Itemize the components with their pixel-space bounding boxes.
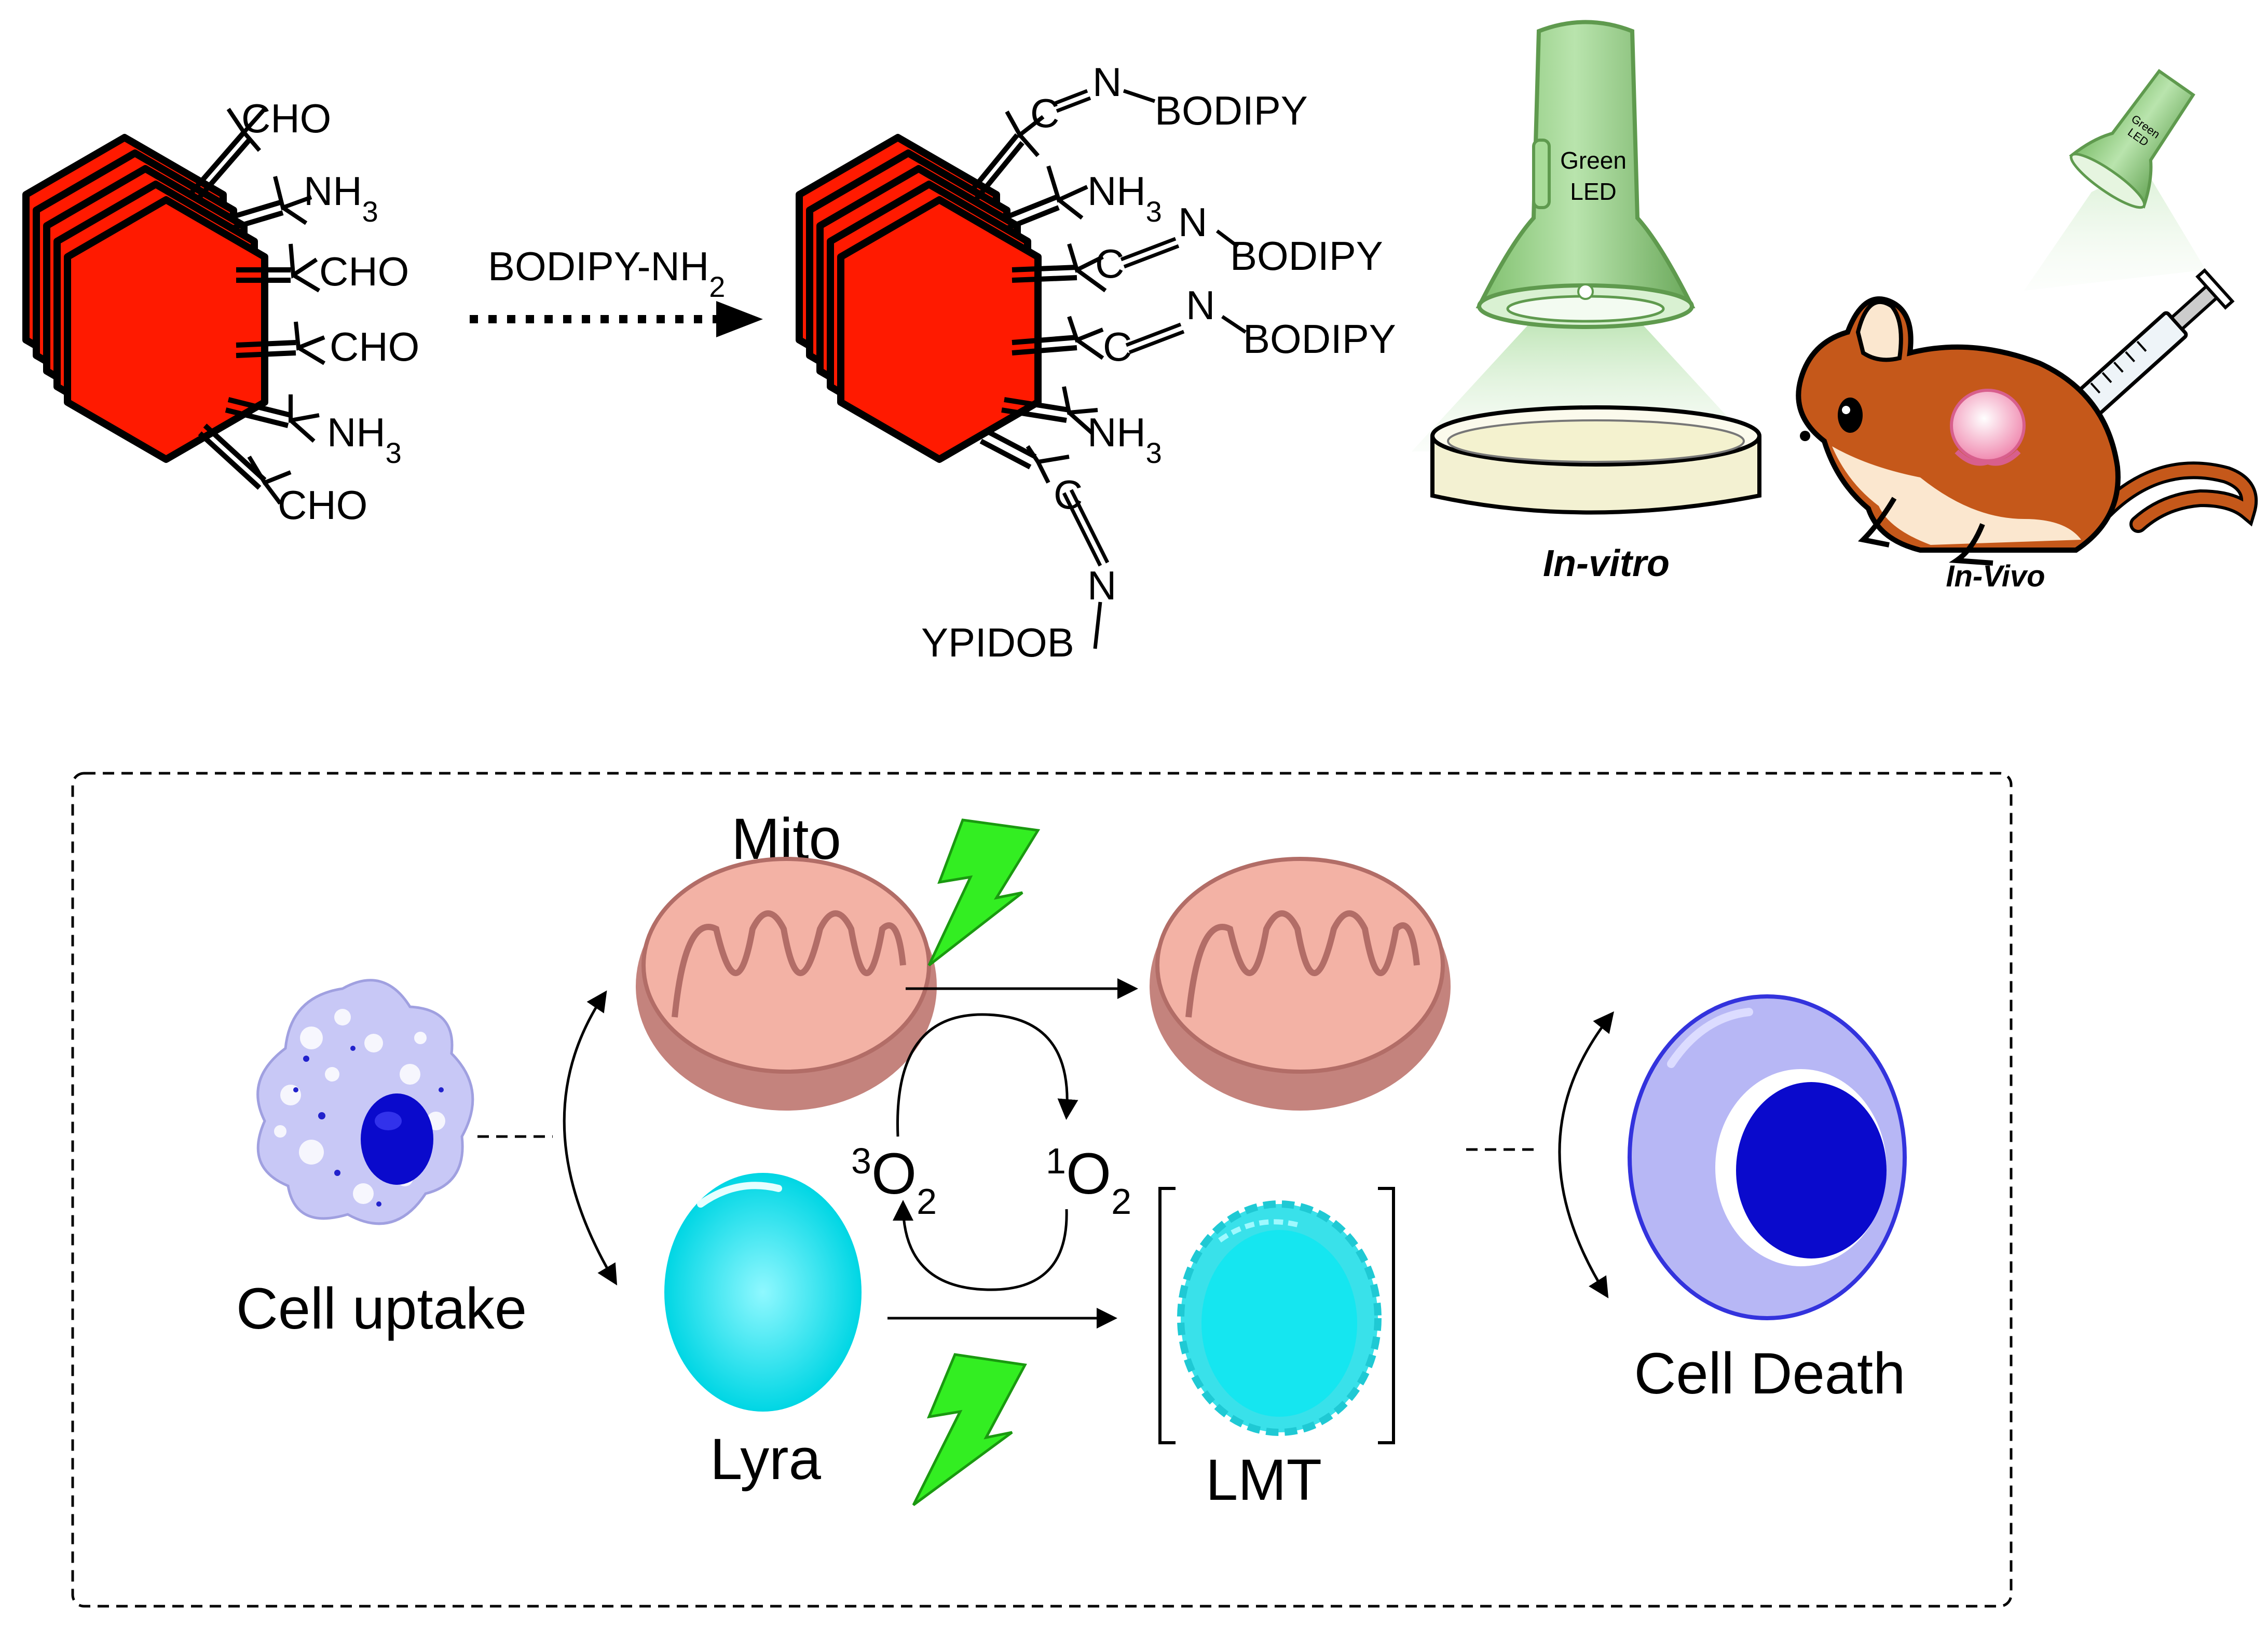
lightning-bolt-icon [927,818,1041,966]
mechanism-panel-border [71,772,2013,1608]
hexagon-stack [796,134,1042,463]
svg-text:CHO: CHO [278,482,367,528]
in-vitro-label: In-vitro [1543,543,1670,584]
svg-text:N: N [1087,563,1116,608]
svg-text:C: C [1095,241,1124,286]
small-green-led-lamp: Green LED [2024,69,2206,291]
cell-death-label: Cell Death [1634,1341,1906,1406]
svg-text:CHO: CHO [241,95,331,141]
tripod-icons [226,107,326,505]
oxygen-cycle-arrow-bottom [893,1200,1068,1291]
mouse-icon [1796,296,2258,566]
petri-dish [1430,405,1761,515]
imine-bonds [1053,89,1247,649]
svg-text:BODIPY: BODIPY [1230,233,1383,279]
lyra-label: Lyra [710,1427,821,1492]
imine-labels: C N BODIPY NH3 C N BODIPY C N BODIPY NH3… [921,59,1396,665]
dead-cell-icon [1628,994,1907,1320]
framework-right: C N BODIPY NH3 C N BODIPY C N BODIPY NH3… [796,59,1396,665]
singlet-oxygen-label: 1O2 [1046,1141,1131,1222]
in-vivo-label: In-Vivo [1946,559,2045,593]
svg-text:N: N [1092,59,1122,105]
svg-text:Green: Green [1560,147,1627,174]
svg-text:NH3: NH3 [1087,409,1162,469]
svg-text:CHO: CHO [330,324,419,370]
lmt-bracket [1158,1187,1395,1444]
damaged-lysosome-icon [1177,1200,1382,1436]
svg-text:YPIDOB: YPIDOB [921,620,1074,665]
svg-text:BODIPY: BODIPY [1243,316,1396,362]
svg-text:NH3: NH3 [327,409,402,469]
oxygen-cycle-arrow-top [896,1013,1078,1137]
tripod-icons [1005,111,1107,484]
svg-text:BODIPY: BODIPY [1155,88,1308,133]
split-arrow [563,990,618,1285]
svg-text:C: C [1054,472,1083,517]
reagent-label: BODIPY-NH2 [488,243,725,303]
svg-text:NH3: NH3 [304,168,378,228]
reaction-arrow: BODIPY-NH2 [470,243,763,337]
svg-text:C: C [1030,90,1059,136]
group-labels: CHO NH3 CHO CHO NH3 CHO [241,95,419,528]
mitochondrion-icon [636,857,937,1111]
green-led-lamp: Green LED [1412,20,1759,452]
svg-text:CHO: CHO [319,249,409,294]
mitochondrion-icon-damaged [1150,857,1451,1111]
triplet-oxygen-label: 3O2 [851,1141,937,1222]
lmt-label: LMT [1206,1447,1322,1512]
cell-uptake-icon [256,979,474,1225]
framework-left: CHO NH3 CHO CHO NH3 CHO [22,95,419,528]
svg-text:C: C [1103,324,1132,370]
cell-uptake-label: Cell uptake [236,1276,527,1341]
svg-text:N: N [1178,199,1207,245]
svg-text:N: N [1186,282,1215,328]
lightning-bolt-icon [912,1353,1027,1507]
death-arrow [1558,1011,1614,1298]
linker-bonds [968,133,1077,470]
svg-text:LED: LED [1570,178,1616,205]
hexagon-stack [22,134,268,463]
lysosome-icon [664,1173,862,1412]
svg-text:NH3: NH3 [1087,168,1162,228]
linker-bonds [190,130,296,490]
